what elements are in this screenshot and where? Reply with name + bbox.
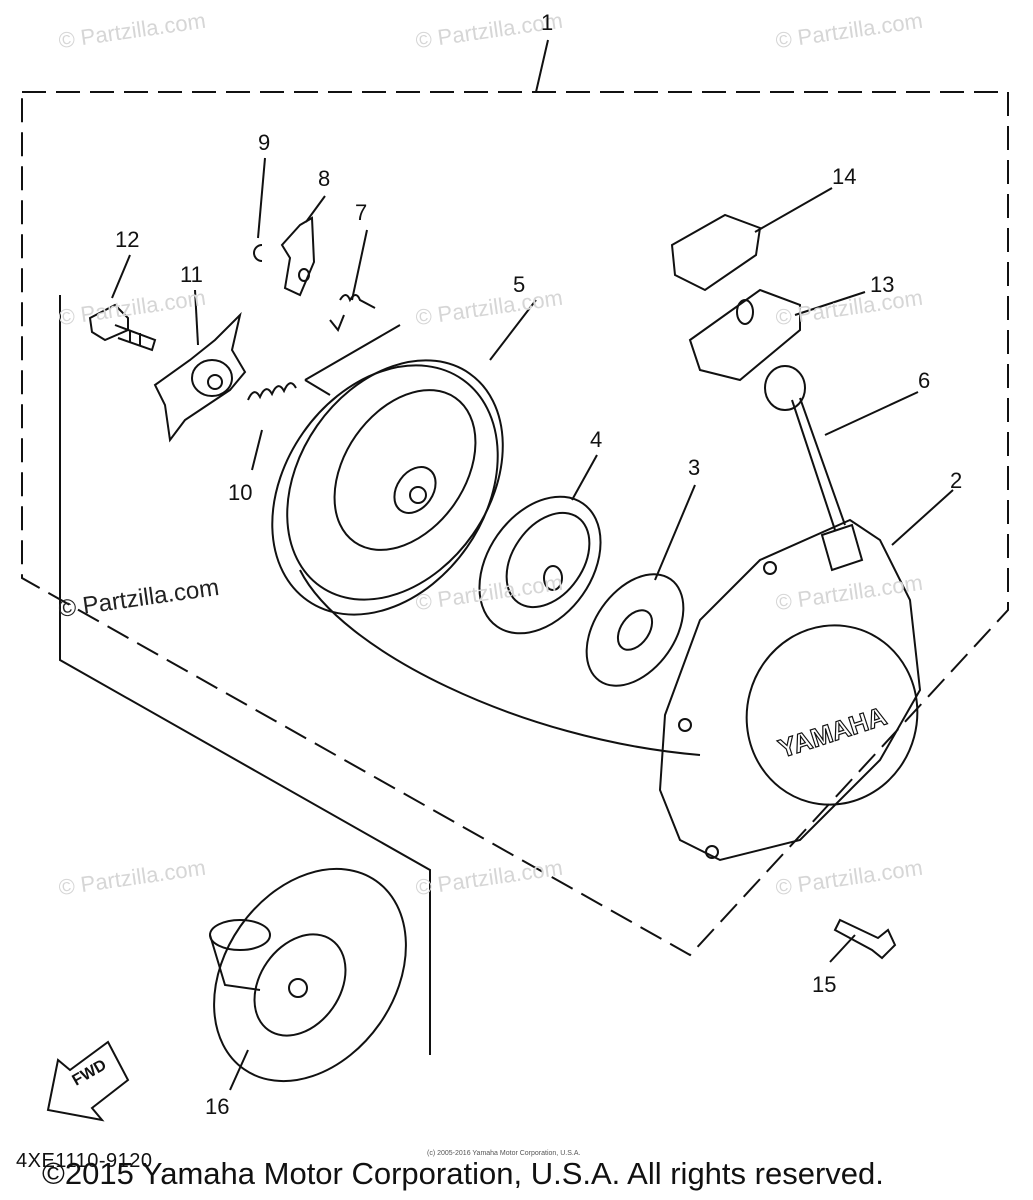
part-6-rope — [791, 397, 864, 572]
part-3-washer — [585, 573, 685, 687]
callout-5: 5 — [513, 272, 526, 297]
part-14-insert — [670, 213, 762, 292]
rope — [299, 569, 701, 756]
part-8-pawl — [280, 216, 316, 297]
callout-4: 4 — [590, 427, 603, 452]
leader-1 — [535, 39, 549, 93]
callout-15: 15 — [812, 972, 837, 997]
callout-11: 11 — [180, 262, 203, 287]
callout-16: 16 — [205, 1094, 230, 1119]
callout-1: 1 — [541, 10, 554, 35]
subframe-bracket — [304, 324, 401, 396]
part-16-drive-plate — [209, 867, 407, 1083]
part-13-handle — [688, 288, 806, 411]
part-2-cover — [658, 518, 922, 862]
small-copyright: (c) 2005-2016 Yamaha Motor Corporation, … — [427, 1150, 581, 1157]
callout-2: 2 — [950, 468, 963, 493]
callout-9: 9 — [258, 130, 271, 155]
part-9-clip — [253, 244, 263, 262]
callout-12: 12 — [115, 227, 140, 252]
part-15-screw — [833, 918, 897, 960]
part-12-bolt — [88, 303, 157, 352]
fwd-arrow — [46, 1040, 130, 1122]
part-5-pulley — [271, 359, 504, 616]
assembly-boundary — [21, 91, 1009, 957]
callout-10: 10 — [228, 480, 253, 505]
copyright-notice: ©2015 Yamaha Motor Corporation, U.S.A. A… — [42, 1156, 884, 1191]
callout-7: 7 — [355, 200, 368, 225]
diagram-code: 4XE1110-9120 — [16, 1150, 153, 1172]
part-11-plate — [153, 311, 247, 443]
part-4-spring-case — [478, 495, 602, 635]
callout-13: 13 — [870, 272, 895, 297]
part-10-spring — [247, 382, 297, 401]
callout-3: 3 — [688, 455, 701, 480]
subframe-left — [59, 295, 431, 1055]
callout-6: 6 — [918, 368, 931, 393]
callout-8: 8 — [318, 166, 331, 191]
callout-14: 14 — [832, 164, 857, 189]
part-7-spring — [339, 294, 376, 309]
cover-logo: YAMAHA — [775, 701, 891, 764]
fwd-label: FWD — [70, 1057, 110, 1090]
